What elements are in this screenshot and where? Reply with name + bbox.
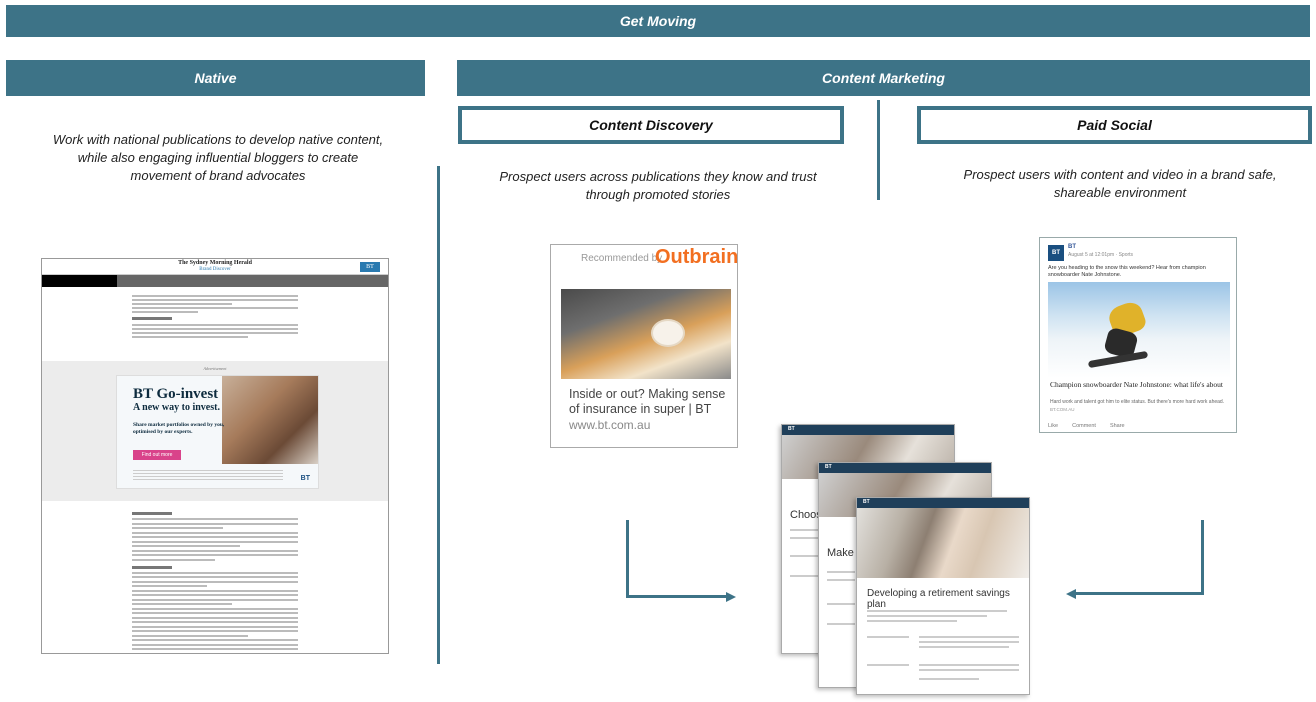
divider-line [437,166,440,664]
story-thumbnail [561,289,731,379]
bt-badge: BT [360,262,380,272]
divider-line [877,100,880,200]
link-domain: BT.COM.AU [1050,407,1075,412]
page-hero [857,508,1029,578]
ad-subtitle: A new way to invest. [133,402,220,413]
bt-logo: BT [788,426,795,432]
outbrain-recommendation-card[interactable]: Recommended by Outbrain Inside or out? M… [550,244,738,448]
header-get-moving: Get Moving [6,5,1310,37]
ad-title: BT Go-invest [133,388,218,401]
share-button[interactable]: Share [1110,423,1125,429]
masthead: The Sydney Morning Herald [42,260,388,266]
bt-go-invest-ad: BT Go-invest A new way to invest. Share … [116,375,319,489]
facebook-post-card[interactable]: BT BT August 5 at 12:01pm · Sports Are y… [1039,237,1237,433]
post-text: Are you heading to the snow this weekend… [1048,265,1232,279]
mockup-header: The Sydney Morning Herald Brand Discover… [42,259,388,275]
comment-button[interactable]: Comment [1072,423,1096,429]
recommended-by-label: Recommended by [581,253,662,264]
article-text [42,287,388,338]
ad-body: Share market portfolios owned by you, op… [133,422,233,436]
snowboarder-image[interactable] [1048,282,1230,378]
native-description: Work with national publications to devel… [48,131,388,185]
link-description: Hard work and talent got him to elite st… [1050,399,1230,405]
ad-fine-print [133,470,283,480]
paid-social-description: Prospect users with content and video in… [960,166,1280,202]
section-label: Brand Discover [42,267,388,272]
ad-label: Advertisement [42,366,388,371]
outbrain-logo: Outbrain [655,246,738,269]
landing-page-3: BT Developing a retirement savings plan [856,497,1030,695]
arrow-left-icon [1076,520,1204,595]
content-discovery-header: Content Discovery [458,106,844,144]
story-headline[interactable]: Inside or out? Making sense of insurance… [569,387,734,417]
content-discovery-description: Prospect users across publications they … [488,168,828,204]
content-marketing-header: Content Marketing [457,60,1310,96]
link-headline[interactable]: Champion snowboarder Nate Johnstone: wha… [1050,380,1230,389]
post-meta: August 5 at 12:01pm · Sports [1068,252,1133,258]
advertisement-block: Advertisement BT Go-invest A new way to … [42,361,388,501]
arrow-right-icon [626,520,726,598]
bt-logo: BT [863,499,870,505]
like-button[interactable]: Like [1048,423,1058,429]
mockup-nav [42,275,388,287]
native-header: Native [6,60,425,96]
find-out-more-button[interactable]: Find out more [133,450,181,460]
native-article-mockup: The Sydney Morning Herald Brand Discover… [41,258,389,654]
paid-social-header: Paid Social [917,106,1312,144]
story-source: www.bt.com.au [569,418,650,432]
post-actions: Like Comment Share [1048,423,1125,429]
page-name[interactable]: BT [1068,244,1076,250]
page-avatar: BT [1048,245,1064,261]
article-text-continued [132,507,298,654]
bt-logo: BT [301,475,310,482]
page-heading: Developing a retirement savings plan [867,588,1029,610]
bt-logo: BT [825,464,832,470]
ad-photo [222,376,318,464]
